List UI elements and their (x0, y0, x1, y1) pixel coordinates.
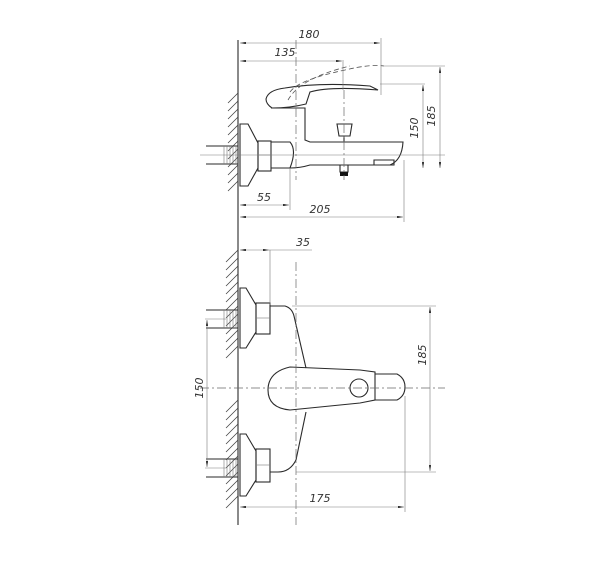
wall-hatch-upper (225, 249, 239, 359)
body-upper (270, 305, 307, 369)
body-lower (270, 411, 307, 473)
escutcheon-lower (239, 433, 257, 497)
dim-150-front: 150 (193, 378, 206, 399)
diverter-knob (336, 123, 353, 137)
dim-135: 135 (275, 46, 296, 59)
dim-205: 205 (310, 203, 331, 216)
side-view: 180 135 150 185 55 205 (200, 28, 445, 222)
lever-handle (265, 83, 379, 109)
wall-hatch-top (227, 92, 239, 192)
lever-handle-front (267, 366, 376, 411)
dim-185-side: 185 (425, 106, 438, 127)
mixer-body (271, 107, 404, 169)
front-view: 35 185 150 175 (193, 236, 445, 525)
dim-55: 55 (257, 191, 271, 204)
dim-35: 35 (296, 236, 310, 249)
shower-outlet (340, 172, 348, 176)
dim-150-side: 150 (408, 118, 421, 139)
nut (257, 140, 272, 172)
nut-upper (255, 302, 271, 335)
dim-180: 180 (299, 28, 320, 41)
dim-175: 175 (310, 492, 331, 505)
dim-185-front: 185 (416, 345, 429, 366)
escutcheon-upper (239, 287, 257, 349)
wall-hatch-lower (225, 399, 239, 509)
nut-lower (255, 448, 271, 483)
aerator (373, 159, 395, 166)
